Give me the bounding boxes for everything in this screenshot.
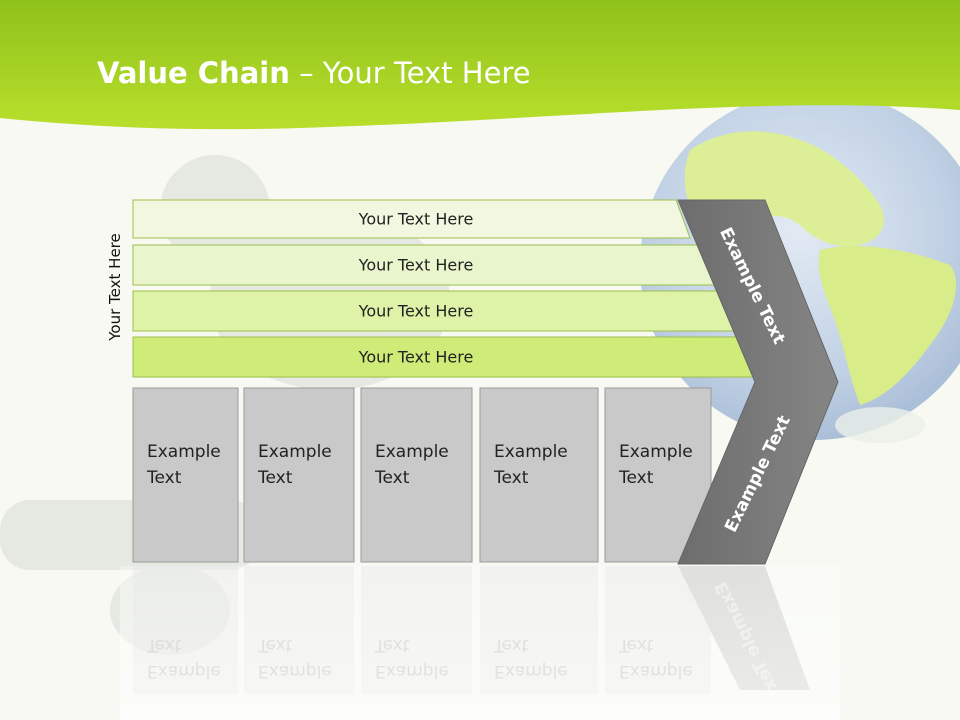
box-label-line2: Text	[147, 468, 182, 488]
bar-label-4: Your Text Here	[358, 347, 474, 367]
box-label-line2: Text	[494, 468, 529, 488]
bar-label-3: Your Text Here	[358, 301, 474, 321]
box-reflection-5: Example Text	[619, 632, 693, 684]
box-3	[360, 387, 473, 563]
bar-group	[132, 199, 764, 378]
box-2	[243, 387, 355, 563]
box-reflection-1: Example Text	[147, 632, 221, 684]
box-label-line1: Example	[147, 442, 221, 462]
bar-label-1: Your Text Here	[358, 209, 474, 229]
box-reflection-line2: Text	[258, 635, 293, 655]
bar-1	[132, 199, 691, 239]
chevron-arrow	[677, 199, 839, 565]
box-label-line1: Example	[258, 442, 332, 462]
box-label-line2: Text	[258, 468, 293, 488]
box-reflection-line1: Example	[619, 661, 693, 681]
title-bold: Value Chain	[97, 56, 290, 90]
box-reflection-2: Example Text	[258, 632, 332, 684]
box-label-line1: Example	[375, 442, 449, 462]
bar-label-2: Your Text Here	[358, 255, 474, 275]
box-reflection-4: Example Text	[494, 632, 568, 684]
box-reflection-line1: Example	[147, 661, 221, 681]
box-label-line2: Text	[375, 468, 410, 488]
box-4	[479, 387, 599, 563]
box-label-line1: Example	[494, 442, 568, 462]
box-reflection-line1: Example	[494, 661, 568, 681]
box-1	[132, 387, 239, 563]
box-reflection-line2: Text	[494, 635, 529, 655]
header-band	[0, 0, 960, 130]
box-reflection-3: Example Text	[375, 632, 449, 684]
page-title: Value Chain – Your Text Here	[97, 56, 531, 90]
box-reflection-line1: Example	[258, 661, 332, 681]
box-reflection-line2: Text	[375, 635, 410, 655]
side-label: Your Text Here	[106, 233, 124, 341]
box-reflection-line2: Text	[147, 635, 182, 655]
box-group	[132, 387, 712, 563]
box-label-line1: Example	[619, 442, 693, 462]
box-reflection-line1: Example	[375, 661, 449, 681]
box-reflection-line2: Text	[619, 635, 654, 655]
title-rest: – Your Text Here	[289, 56, 531, 90]
box-label-line2: Text	[619, 468, 654, 488]
